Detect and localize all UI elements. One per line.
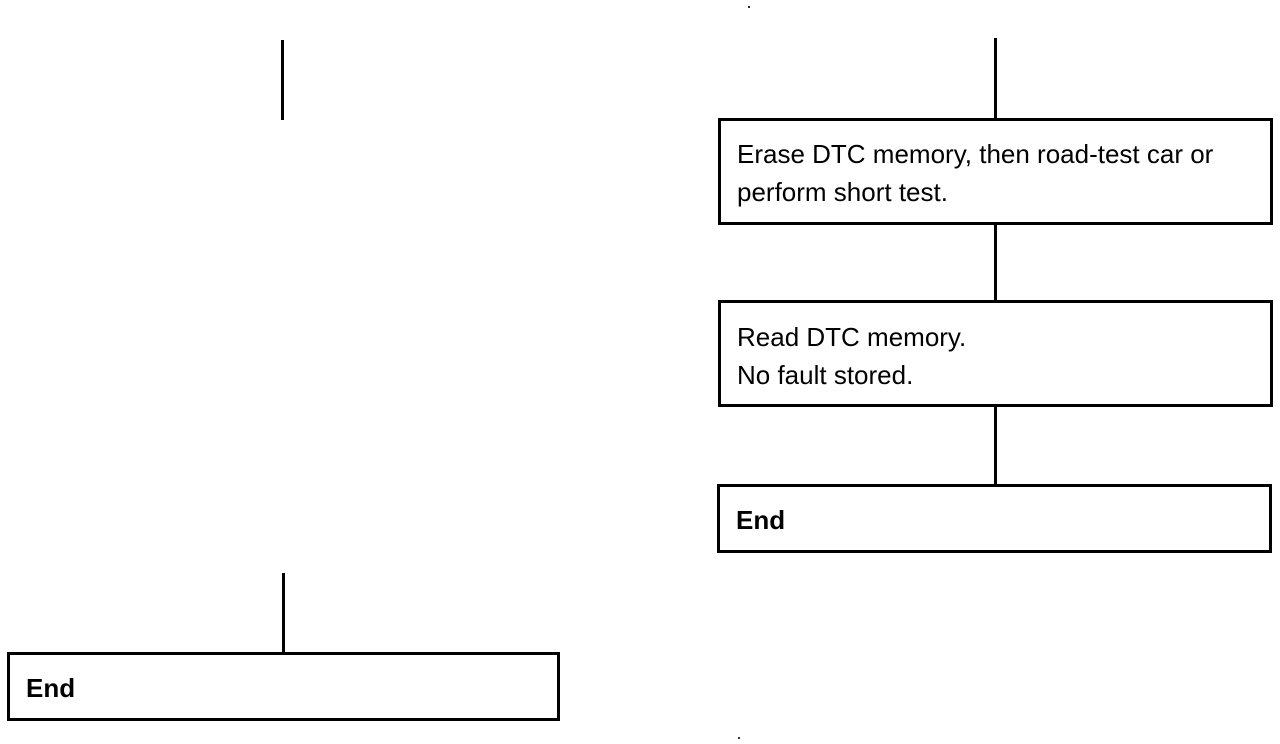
read-dtc-step-box: Read DTC memory. No fault stored. [718, 300, 1273, 407]
read-dtc-step-line-1: Read DTC memory. [737, 322, 967, 352]
speck-bottom [738, 737, 740, 739]
right-connector-to-end [994, 405, 997, 486]
left-connector-top [281, 40, 284, 120]
left-end-label: End [26, 673, 76, 703]
right-end-label: End [736, 505, 786, 535]
left-end-box: End [7, 652, 560, 721]
erase-dtc-step-line-1: Erase DTC memory, then road-test car or [737, 139, 1214, 169]
speck-top [748, 6, 750, 8]
left-connector-to-end [282, 573, 285, 653]
read-dtc-step-line-2: No fault stored. [737, 360, 914, 390]
right-connector-top [994, 38, 997, 120]
erase-dtc-step-line-2: perform short test. [737, 177, 948, 207]
erase-dtc-step-box: Erase DTC memory, then road-test car or … [718, 118, 1273, 225]
right-end-box: End [717, 484, 1272, 553]
right-connector-middle [994, 224, 997, 302]
